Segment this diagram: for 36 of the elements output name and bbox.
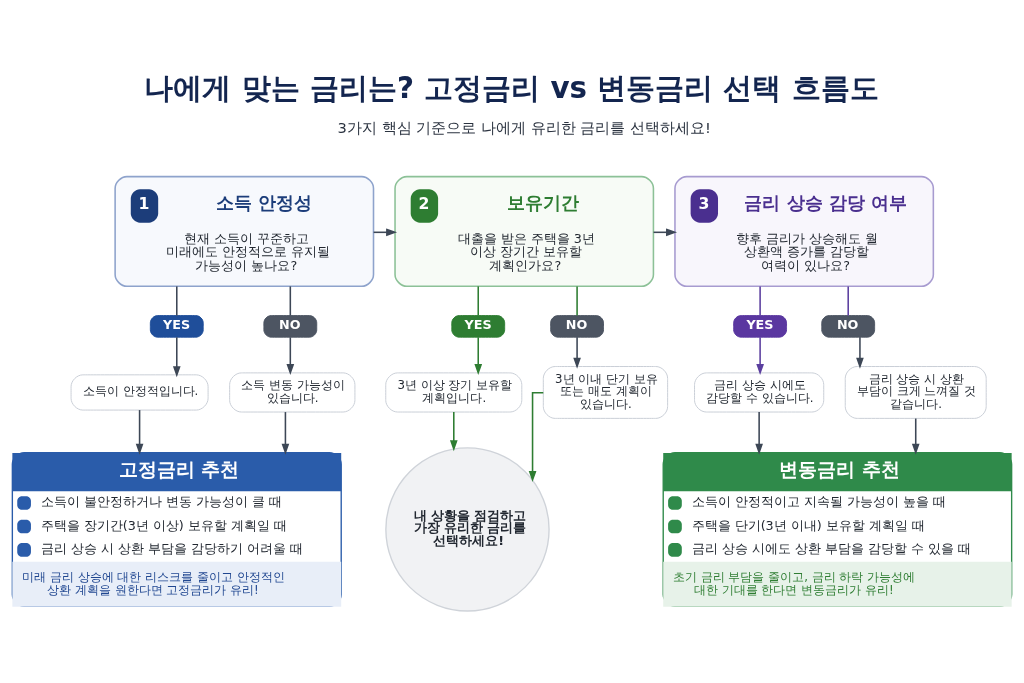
label: 3가지 핵심 기준으로 나에게 유리한 금리를 선택하세요!: [337, 119, 711, 137]
node-box: 3 금리 상승 감당 여부 향후 금리가 상승해도 월 상환액 증가를 감당할 여력이 있나요?: [674, 175, 935, 288]
diagram-title: 나에게 맞는 금리는? 고정금리 vs 변동금리 선택 흐름도: [144, 71, 879, 106]
node-box: 금리 상승 시 상환 부담이 크게 느껴질 것 같습니다.: [844, 366, 987, 419]
connector: [576, 285, 578, 317]
node-box: 3년 이상 장기 보유할 계획입니다.: [385, 372, 523, 413]
node-box: 소득이 안정적입니다.: [70, 374, 209, 411]
node-circle: 내 상황을 점검하고 가장 유리한 금리를 선택하세요!: [385, 447, 550, 612]
node-box: NO: [263, 315, 318, 338]
arrow: [528, 392, 545, 483]
connector: [176, 285, 178, 317]
arrow: [286, 336, 295, 376]
arrow: [449, 411, 458, 452]
arrow: [755, 411, 763, 455]
arrow: [172, 336, 181, 378]
connector: [847, 285, 849, 317]
node-box: 소득 변동 가능성이 있습니다.: [229, 372, 356, 413]
node-box: YES: [733, 315, 788, 338]
arrow: [911, 417, 920, 455]
arrow: [135, 409, 144, 455]
connector: [759, 285, 761, 317]
node-box: 1 소득 안정성 현재 소득이 꾸준하고 미래에도 안정적으로 유지될 가능성이 높나요?: [114, 175, 375, 288]
arrow: [573, 336, 581, 369]
arrow: [474, 336, 483, 376]
connector: [289, 285, 292, 317]
node-box: 3년 이내 단기 보유 또는 매도 계획이 있습니다.: [542, 366, 669, 419]
arrow: [856, 336, 864, 369]
node-box: NO: [550, 315, 604, 338]
node-box: 2 보유기간 대출을 받은 주택을 3년 이상 장기간 보유할 계획인가요?: [394, 175, 655, 288]
node-box: YES: [149, 315, 204, 338]
arrow: [756, 336, 764, 376]
arrow: [281, 411, 290, 455]
node-box: NO: [821, 315, 876, 338]
connector: [477, 285, 479, 317]
node-box: 금리 상승 시에도 감당할 수 있습니다.: [694, 372, 825, 413]
node-box: YES: [451, 315, 506, 338]
